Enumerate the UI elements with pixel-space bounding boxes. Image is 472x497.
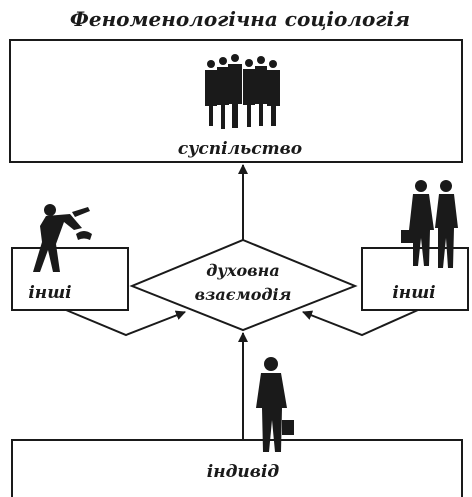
others-right-label: інші xyxy=(392,283,435,303)
others-right-to-interaction-arrow xyxy=(302,309,419,337)
individual-box xyxy=(11,439,463,497)
others-left-box xyxy=(11,247,129,311)
interaction-label-line2: взаємодія xyxy=(195,285,292,304)
two-men-icon xyxy=(401,180,458,268)
crowd-figures-icon xyxy=(205,54,280,129)
diagram-title: Феноменологічна соціологія xyxy=(70,7,410,31)
individual-person-icon xyxy=(256,357,294,452)
individual-label: індивід xyxy=(207,462,280,482)
others-left-label: інші xyxy=(28,283,71,303)
society-box xyxy=(9,39,463,163)
interaction-diamond xyxy=(129,238,358,332)
bowing-person-icon xyxy=(33,204,92,272)
interaction-label-line1: духовна xyxy=(206,261,279,280)
society-label: суспільство xyxy=(178,139,302,159)
others-left-to-interaction-arrow xyxy=(65,309,186,337)
